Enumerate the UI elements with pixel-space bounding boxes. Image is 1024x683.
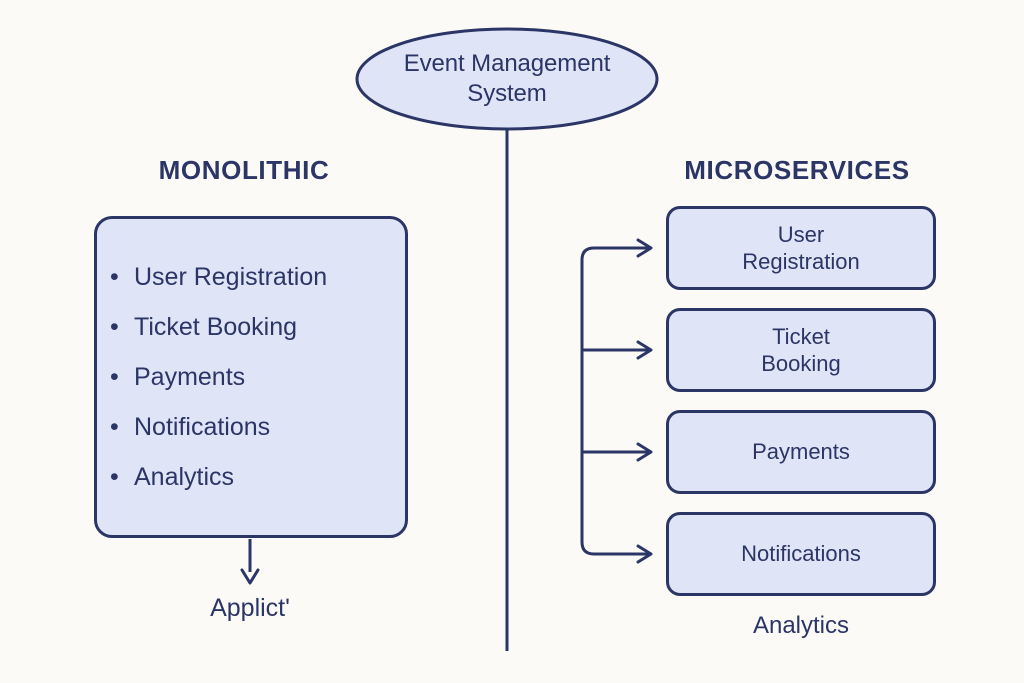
microservice-box-label-line2: Registration bbox=[742, 249, 860, 274]
monolithic-item-label: User Registration bbox=[134, 263, 328, 291]
monolithic-feature-list: User Registration Ticket Booking Payment… bbox=[110, 252, 400, 502]
microservices-arrow-head-3 bbox=[636, 544, 653, 564]
monolithic-item-label: Notifications bbox=[134, 413, 271, 441]
microservice-box-label-line1: Payments bbox=[752, 439, 850, 465]
monolithic-deployment-caption: Applictʹ bbox=[210, 594, 290, 622]
list-item: Notifications bbox=[110, 402, 400, 452]
microservice-label-analytics: Analytics bbox=[752, 612, 850, 639]
microservice-box-label-line1: User bbox=[777, 221, 825, 247]
microservice-box-label-line1: Ticket bbox=[772, 323, 830, 349]
microservices-arrow-head-0 bbox=[636, 238, 653, 258]
microservice-box-user-registration: User Registration bbox=[666, 206, 936, 290]
list-item: Payments bbox=[110, 352, 400, 402]
monolithic-item-label: Ticket Booking bbox=[134, 313, 298, 341]
monolithic-column-heading: MONOLITHIC bbox=[158, 155, 330, 185]
root-node-label-line1: Event Management bbox=[403, 50, 611, 77]
root-node-label: Event Management System bbox=[356, 28, 658, 130]
microservice-box-payments: Payments bbox=[666, 410, 936, 494]
microservices-column-heading: MICROSERVICES bbox=[684, 155, 910, 185]
microservice-box-label-line2: Booking bbox=[761, 351, 841, 376]
monolith-arrow-head bbox=[240, 568, 260, 585]
monolithic-item-label: Analytics bbox=[134, 463, 235, 491]
microservices-bracket-spine bbox=[580, 246, 650, 556]
microservice-box-notifications: Notifications bbox=[666, 512, 936, 596]
microservices-arrow-head-1 bbox=[636, 340, 653, 360]
list-item: Analytics bbox=[110, 452, 400, 502]
microservice-box-ticket-booking: Ticket Booking bbox=[666, 308, 936, 392]
list-item: Ticket Booking bbox=[110, 302, 400, 352]
list-item: User Registration bbox=[110, 252, 400, 302]
microservices-arrow-head-2 bbox=[636, 442, 653, 462]
microservice-box-label-line1: Notifications bbox=[741, 541, 861, 567]
root-node-label-line2: System bbox=[467, 80, 547, 107]
monolithic-item-label: Payments bbox=[134, 363, 246, 391]
